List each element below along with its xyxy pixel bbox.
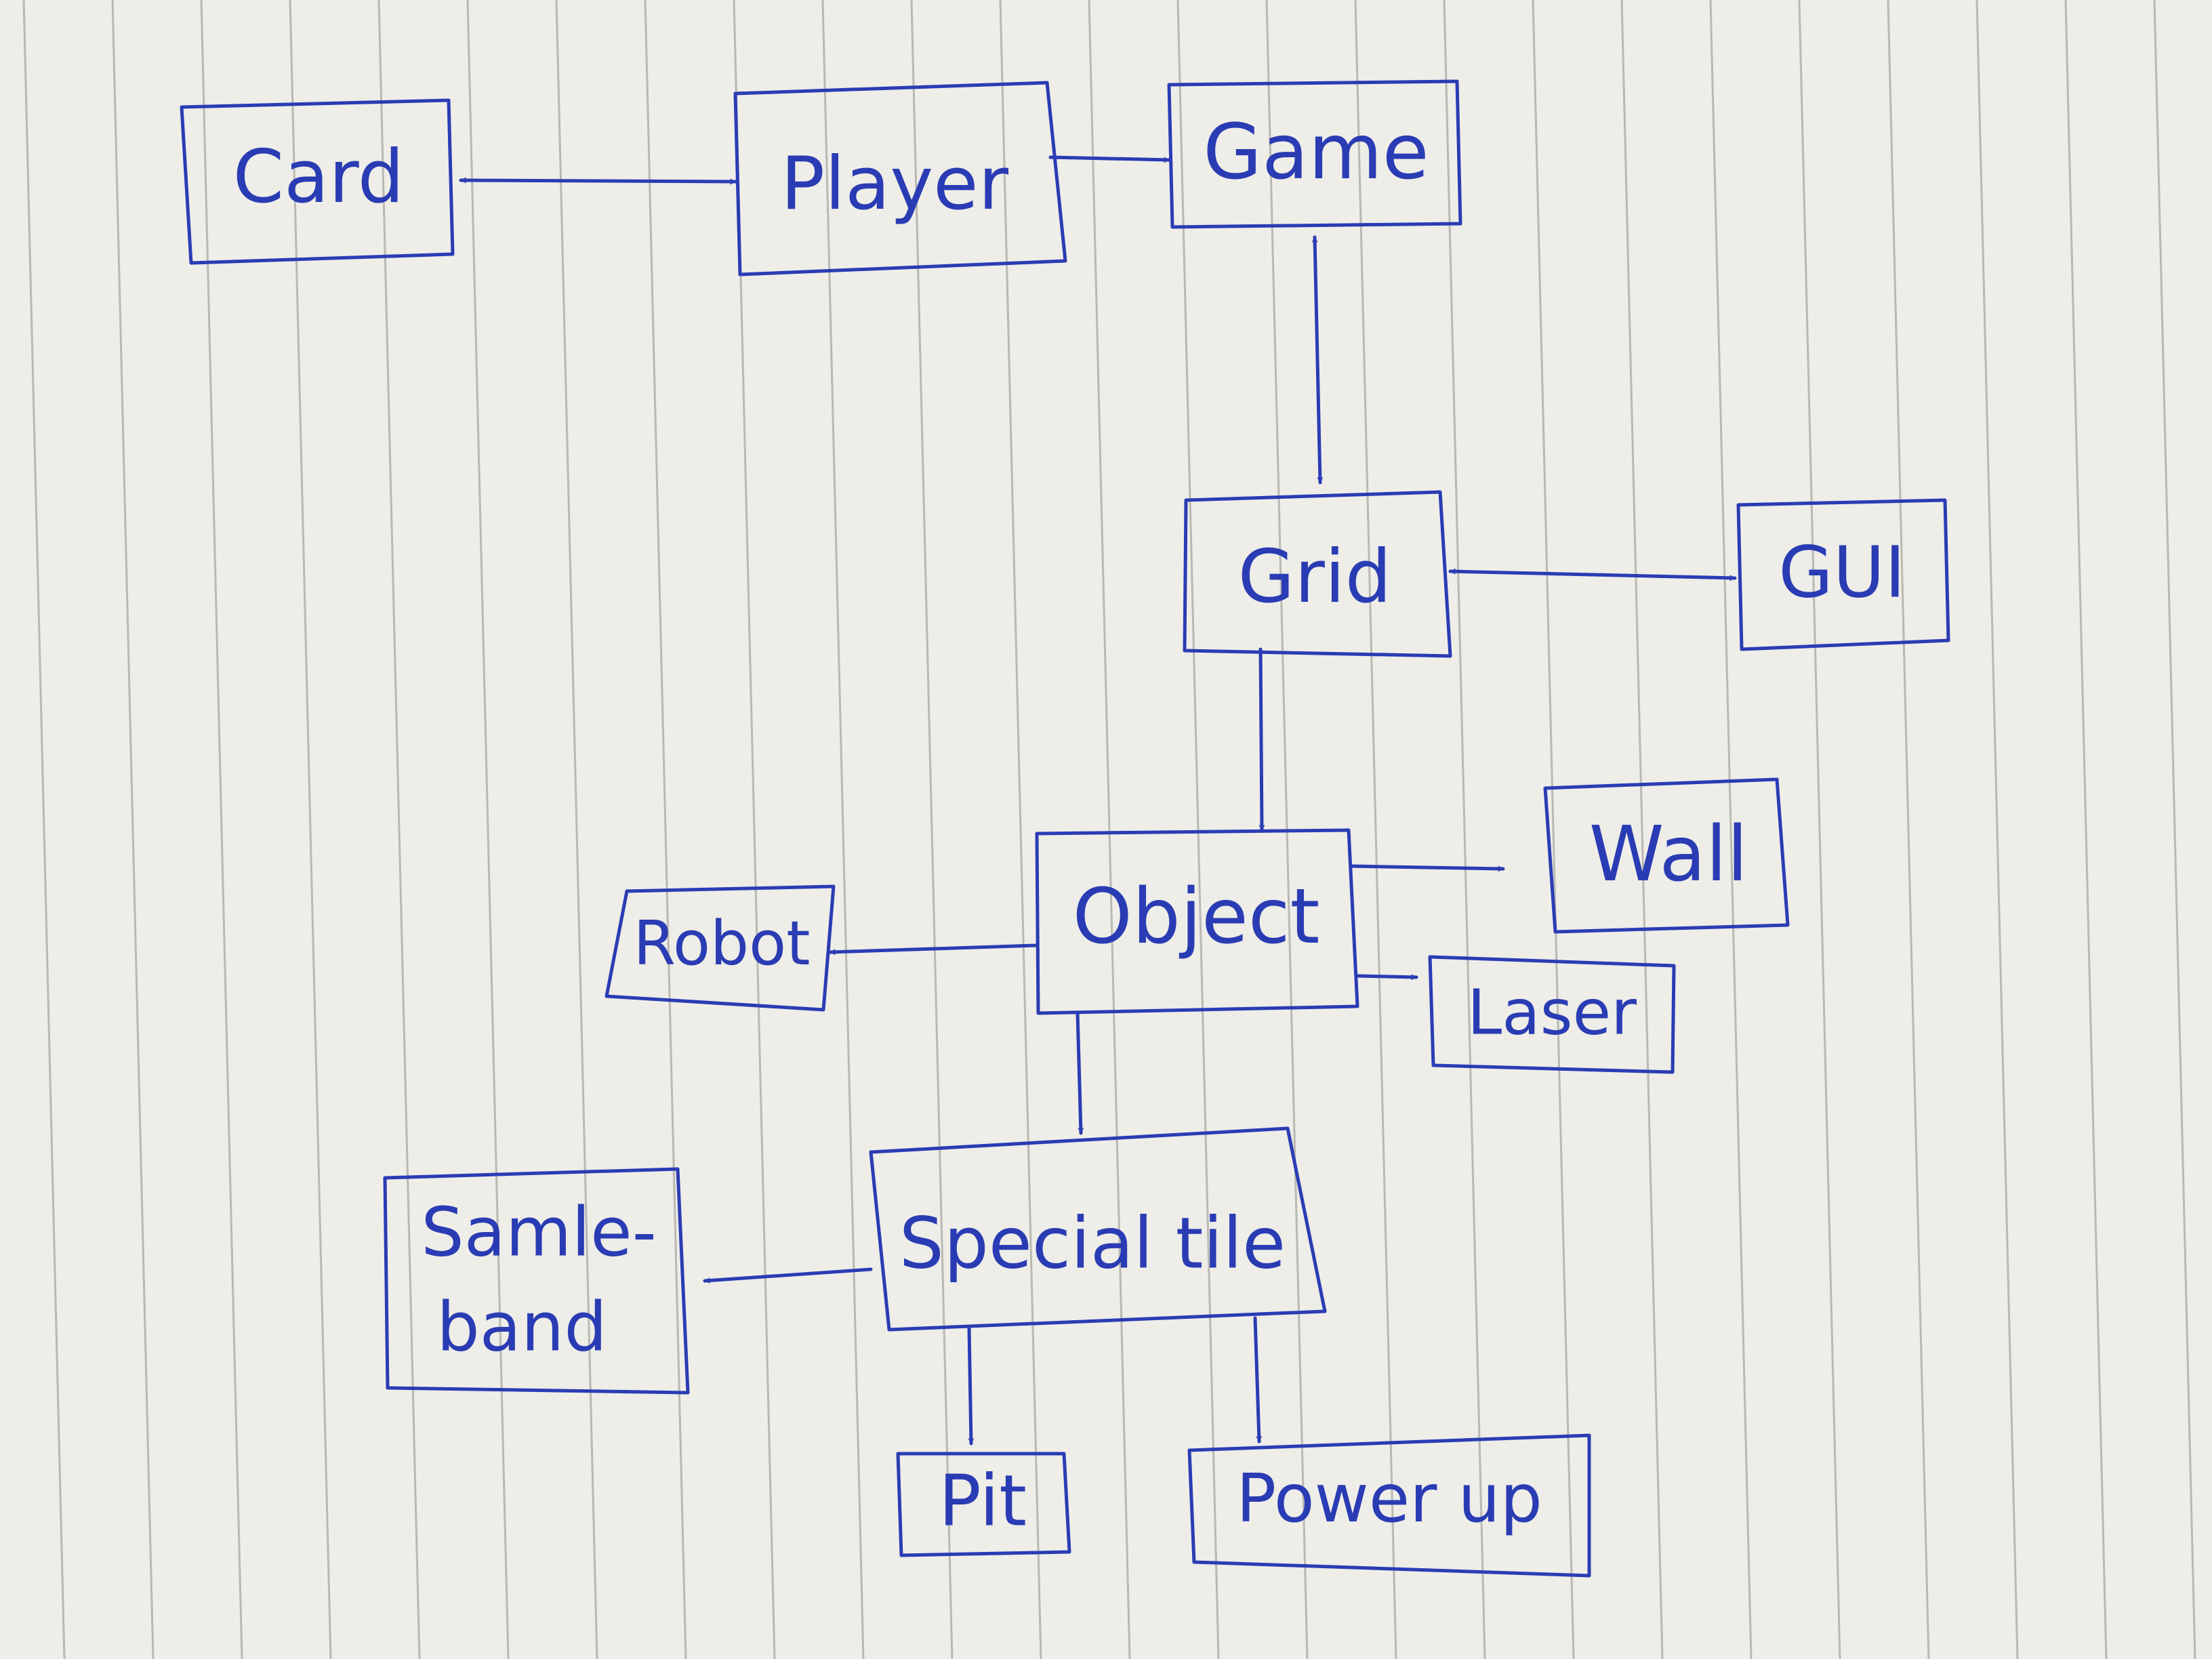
rule-line	[1354, 0, 1397, 1659]
edge-game-grid	[1311, 235, 1324, 485]
node-wall-label: Wall	[1589, 811, 1748, 899]
rule-line	[999, 0, 1042, 1659]
edge-object-laser	[1355, 974, 1418, 981]
node-grid: Grid	[1183, 490, 1452, 658]
node-wall: Wall	[1543, 777, 1790, 934]
node-power-up-label: Power up	[1236, 1460, 1542, 1538]
node-robot-label: Robot	[633, 908, 810, 979]
node-robot: Robot	[605, 884, 836, 1012]
node-gui: GUI	[1736, 498, 1950, 651]
rule-line	[111, 0, 155, 1659]
rule-line	[821, 0, 865, 1659]
rule-line	[1443, 0, 1486, 1659]
rule-line	[1709, 0, 1753, 1659]
node-laser-label: Laser	[1467, 976, 1637, 1048]
edge-grid-gui	[1448, 568, 1737, 581]
node-pit-label: Pit	[939, 1459, 1027, 1542]
edge-grid-object	[1258, 647, 1265, 832]
edge-special-tile-pit	[967, 1326, 975, 1446]
node-samleband-label-line2: band	[436, 1287, 607, 1366]
rule-line	[1532, 0, 1575, 1659]
rule-line	[200, 0, 243, 1659]
node-player-label: Player	[781, 142, 1009, 226]
rule-line	[1798, 0, 1841, 1659]
node-card-label: Card	[233, 135, 405, 220]
node-laser: Laser	[1428, 955, 1676, 1074]
rule-line	[377, 0, 421, 1659]
node-player: Player	[733, 81, 1067, 276]
node-special-tile-label: Special tile	[899, 1202, 1286, 1284]
node-samleband-label-line1: Samle-	[421, 1192, 657, 1271]
edge-player-game	[1048, 154, 1171, 163]
rule-line	[1975, 0, 2019, 1659]
rule-line	[1887, 0, 1930, 1659]
node-card: Card	[180, 98, 455, 265]
edges	[459, 154, 1737, 1446]
rule-line	[910, 0, 954, 1659]
edge-object-special-tile	[1076, 1011, 1084, 1135]
edge-object-wall	[1349, 864, 1505, 872]
node-gui-label: GUI	[1778, 531, 1905, 613]
node-object-label: Object	[1073, 873, 1320, 961]
node-special-tile: Special tile	[869, 1126, 1327, 1332]
rule-line	[289, 0, 332, 1659]
edge-card-player	[459, 177, 737, 185]
rule-line	[555, 0, 598, 1659]
rule-line	[22, 0, 66, 1659]
rule-line	[644, 0, 687, 1659]
node-game-label: Game	[1203, 108, 1429, 197]
node-power-up: Power up	[1187, 1433, 1591, 1578]
node-grid-label: Grid	[1238, 535, 1392, 619]
rule-line	[733, 0, 776, 1659]
node-samleband: Samle- band	[383, 1167, 690, 1395]
rule-line	[1620, 0, 1664, 1659]
node-pit: Pit	[896, 1452, 1071, 1557]
edge-special-tile-samleband	[703, 1267, 873, 1284]
rule-line	[466, 0, 510, 1659]
rule-line	[2064, 0, 2108, 1659]
edge-object-robot	[828, 943, 1039, 955]
edge-special-tile-power-up	[1253, 1316, 1262, 1443]
rule-line	[1088, 0, 1131, 1659]
node-object: Object	[1035, 828, 1359, 1015]
node-game: Game	[1167, 79, 1462, 229]
rule-line	[2153, 0, 2196, 1659]
rule-line	[1176, 0, 1220, 1659]
